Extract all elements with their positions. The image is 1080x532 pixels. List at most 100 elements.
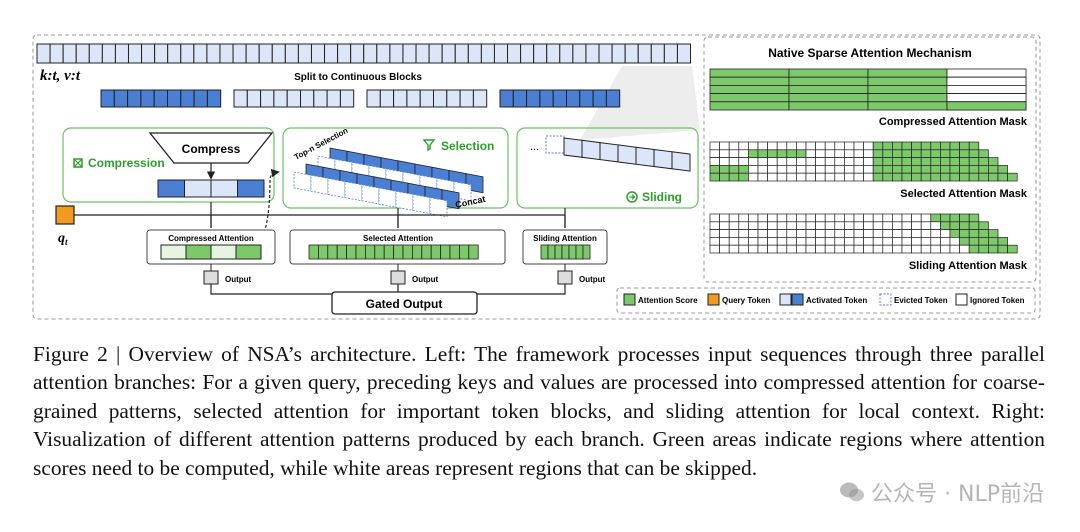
- mask-cell: [988, 237, 999, 246]
- mask-cell: [940, 244, 951, 254]
- mask-cell: [767, 244, 778, 254]
- input-token: [62, 43, 77, 64]
- split-label: Split to Continuous Blocks: [294, 72, 422, 83]
- mask-cell: [940, 172, 951, 182]
- compress-label: Compress: [182, 142, 241, 156]
- mask-cell: [709, 244, 720, 254]
- mask-cell: [872, 244, 884, 254]
- mask-cell: [815, 141, 826, 151]
- mask-cell: [776, 157, 788, 166]
- mask-cell: [867, 85, 948, 95]
- selection-token: [395, 190, 414, 211]
- block-token: [526, 89, 541, 108]
- input-token: [127, 43, 143, 64]
- mask-cell: [776, 213, 788, 223]
- input-token: [49, 43, 64, 64]
- mask-cell: [949, 157, 960, 166]
- mask-cell: [757, 221, 768, 230]
- mask-cell: [805, 149, 816, 158]
- block-token: [206, 89, 222, 108]
- compress-trapezoid: [148, 132, 274, 164]
- mask-cell: [959, 237, 970, 246]
- attention-score-cell: [561, 244, 570, 260]
- mask-cell: [867, 68, 948, 78]
- mask-cell: [719, 213, 730, 223]
- mask-cell: [728, 165, 740, 174]
- mask-cell: [997, 165, 1008, 174]
- mask-cell: [867, 93, 948, 103]
- mask-cell: [719, 237, 730, 246]
- input-token: [676, 43, 691, 64]
- compressed-attention-mask: [709, 68, 1027, 111]
- mask-cell: [786, 229, 797, 238]
- mask-cell: [834, 221, 845, 230]
- mask-cell: [767, 149, 778, 158]
- mask-cell: [796, 165, 807, 174]
- input-token: [546, 43, 561, 64]
- mask-cell: [968, 149, 980, 158]
- compressed-attention-scores: [160, 244, 262, 260]
- input-token: [572, 43, 587, 64]
- figure-caption: Figure 2 | Overview of NSA’s architectur…: [33, 342, 1045, 480]
- mask-cell: [959, 221, 970, 230]
- mask-cell: [815, 157, 826, 166]
- mask-cell: [949, 229, 960, 238]
- block-token: [246, 89, 262, 108]
- input-token: [114, 43, 129, 64]
- attention-score-cell: [160, 244, 187, 260]
- compressed-token: [157, 179, 185, 198]
- block-token: [459, 89, 474, 108]
- mask-cell: [757, 213, 768, 223]
- mask-cell: [786, 213, 797, 223]
- mask-cell: [738, 149, 749, 158]
- legend-query-token: Query Token: [707, 293, 770, 306]
- sliding-attention-scores: [540, 244, 591, 260]
- block-token: [433, 89, 448, 108]
- selected-attention-label: Selected Attention: [363, 234, 433, 243]
- mask-cell: [796, 213, 807, 223]
- block-token: [552, 89, 568, 108]
- mask-cell: [882, 165, 893, 174]
- block-token: [566, 89, 581, 108]
- mask-cell: [920, 149, 932, 158]
- block-token: [313, 89, 328, 108]
- mask-cell: [709, 237, 720, 246]
- mask-cell: [882, 213, 893, 223]
- sliding-token: [581, 139, 601, 161]
- mask-cell: [709, 85, 790, 95]
- mask-cell: [824, 165, 836, 174]
- mask-cell: [738, 237, 749, 246]
- sliding-token: [635, 146, 655, 168]
- mask-cell: [719, 221, 730, 230]
- mask-cell: [892, 157, 903, 166]
- mask-cell: [788, 76, 869, 86]
- mask-cell: [978, 237, 989, 246]
- selection-token: [378, 187, 397, 208]
- mask-cell: [867, 76, 948, 86]
- mask-cell: [949, 213, 960, 223]
- selection-token: [429, 197, 448, 218]
- mask-cell: [988, 244, 999, 254]
- mask-cell: [959, 157, 970, 166]
- mask-cell: [776, 244, 788, 254]
- mask-cell: [920, 141, 932, 151]
- mask-cell: [892, 221, 903, 230]
- mask-cell: [911, 221, 922, 230]
- attention-score-cell: [430, 244, 442, 260]
- mask-cell: [901, 165, 912, 174]
- mask-cell: [946, 85, 1027, 95]
- mask-cell: [738, 141, 749, 151]
- mask-cell: [853, 221, 864, 230]
- input-token: [467, 43, 482, 64]
- mask-cell: [767, 172, 778, 182]
- mask-cell: [930, 229, 941, 238]
- mask-cell: [834, 237, 845, 246]
- attention-score-cell: [317, 244, 329, 260]
- mask-cell: [748, 141, 759, 151]
- input-token: [363, 43, 378, 64]
- mask-cell: [940, 157, 951, 166]
- mask-cell: [882, 229, 893, 238]
- mask-cell: [872, 165, 884, 174]
- block-token: [233, 89, 248, 108]
- mask-cell: [968, 165, 980, 174]
